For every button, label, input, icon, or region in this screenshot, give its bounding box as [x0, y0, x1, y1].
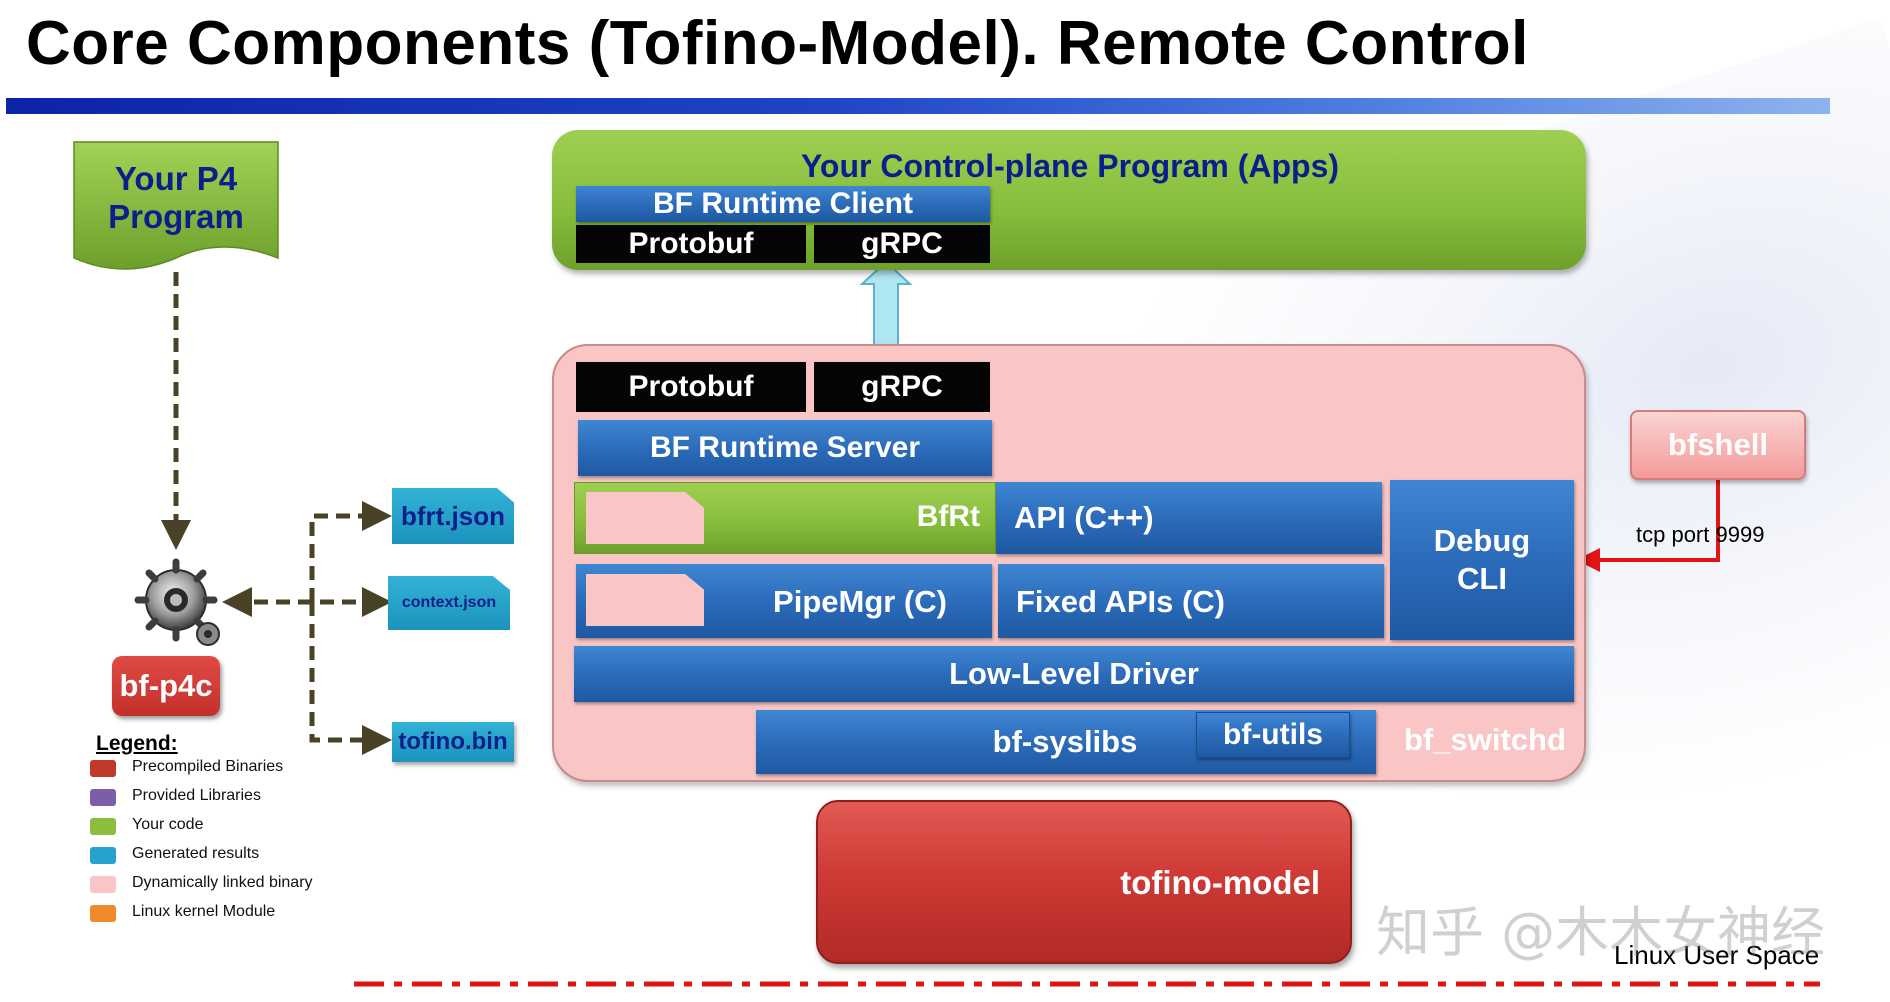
- api-cpp-box: [996, 482, 1382, 554]
- control-plane-title: Your Control-plane Program (Apps): [800, 147, 1340, 184]
- tofino-bin-file: tofino.bin: [392, 722, 514, 762]
- client-protobuf: Protobuf: [576, 225, 806, 263]
- bfshell-tcp-arrow: [1576, 480, 1720, 572]
- watermark: 知乎 @木木女神经: [1376, 901, 1826, 964]
- legend-swatch: [90, 876, 116, 893]
- bfshell-box: bfshell: [1630, 410, 1806, 480]
- bf-utils-box: bf-utils: [1196, 712, 1350, 758]
- title-underline-bar: [6, 98, 1830, 114]
- bfrt-json-file: bfrt.json: [392, 488, 514, 544]
- tcp-port-label: tcp port 9999: [1636, 522, 1765, 547]
- linux-user-space-label: Linux User Space: [1614, 940, 1820, 970]
- server-grpc: gRPC: [814, 362, 990, 412]
- fixed-apis-label: Fixed APIs (C): [1016, 584, 1225, 619]
- gear-icon: [134, 558, 220, 646]
- pipemgr-label: PipeMgr (C): [773, 584, 947, 619]
- legend-swatch: [90, 789, 116, 806]
- bf-runtime-client: BF Runtime Client: [576, 186, 990, 222]
- legend-title: Legend:: [96, 732, 178, 755]
- low-level-driver: Low-Level Driver: [574, 646, 1574, 702]
- legend-label: Your code: [132, 816, 204, 833]
- page-title: Core Components (Tofino-Model). Remote C…: [26, 9, 1529, 78]
- legend-label: Linux kernel Module: [132, 903, 276, 920]
- legend-swatch: [90, 760, 116, 777]
- server-protobuf: Protobuf: [576, 362, 806, 412]
- fixed-apis-box: [998, 564, 1384, 638]
- p4-program-shape: [73, 141, 279, 270]
- legend-label: Precompiled Binaries: [132, 758, 284, 775]
- compiler-to-tofino-bin-arrow: [309, 602, 392, 755]
- bfrt-linked-binary-tab: [586, 492, 704, 544]
- legend-label: Generated results: [132, 845, 260, 862]
- debug-cli-box: Debug CLI: [1390, 480, 1574, 640]
- client-grpc: gRPC: [814, 225, 990, 263]
- pipemgr-linked-binary-tab: [586, 574, 704, 626]
- legend-label: Dynamically linked binary: [132, 874, 313, 891]
- api-cpp-label: API (C++): [1014, 500, 1154, 535]
- tofino-model-label: tofino-model: [1120, 864, 1320, 901]
- compiler-to-bfrt-arrow: [309, 501, 392, 602]
- legend-swatch: [90, 818, 116, 835]
- legend-label: Provided Libraries: [132, 787, 261, 804]
- bf-syslibs-label: bf-syslibs: [992, 724, 1138, 759]
- legend-swatch: [90, 905, 116, 922]
- bfrt-label: BfRt: [916, 500, 980, 533]
- legend-swatch: [90, 847, 116, 864]
- bf-p4c-box: bf-p4c: [112, 656, 220, 716]
- tofino-model-box: [816, 800, 1352, 964]
- p4-program-label: Your P4 Program: [108, 160, 244, 235]
- bf-runtime-server: BF Runtime Server: [578, 420, 992, 476]
- context-json-file: context.json: [388, 576, 510, 630]
- bf-switchd-label: bf_switchd: [1404, 722, 1566, 757]
